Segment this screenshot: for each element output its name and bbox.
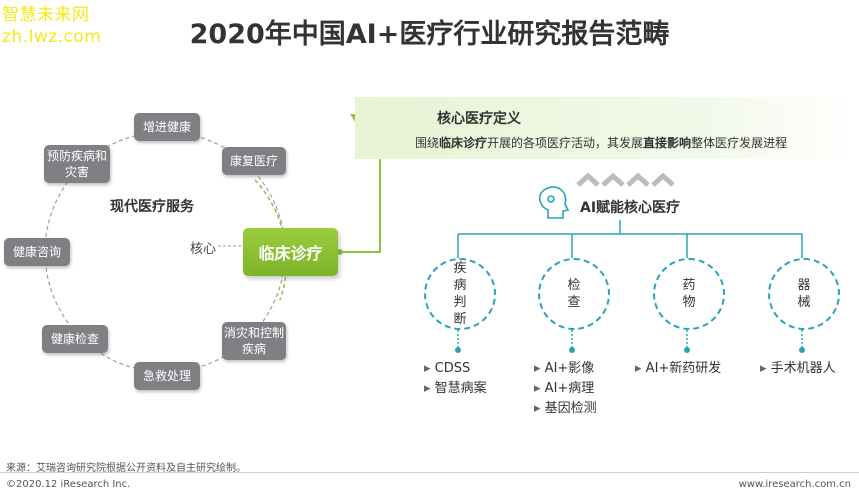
definition-suffix: 整体医疗发展进程 bbox=[691, 136, 788, 150]
footer-divider bbox=[0, 472, 859, 473]
list-device: 手术机器人 bbox=[760, 359, 836, 379]
list-item: AI+病理 bbox=[534, 379, 597, 399]
definition-banner bbox=[355, 97, 859, 159]
source-note: 来源：艾瑞咨询研究院根据公开资料及自主研究绘制。 bbox=[6, 463, 246, 474]
node-rehab-care: 康复医疗 bbox=[222, 147, 286, 175]
ai-head-icon bbox=[538, 186, 570, 219]
node-disease-control: 消灾和控制疾病 bbox=[222, 322, 286, 360]
definition-mid: 开展的各项医疗活动，其发展 bbox=[487, 136, 644, 150]
core-link bbox=[338, 150, 381, 253]
list-drug: AI+新药研发 bbox=[635, 359, 722, 379]
list-item: 手术机器人 bbox=[760, 359, 836, 379]
node-prevention: 预防疾病和灾害 bbox=[44, 145, 110, 183]
list-item: AI+新药研发 bbox=[635, 359, 722, 379]
category-drug-label: 药物 bbox=[682, 278, 696, 310]
site-url: www.iresearch.com.cn bbox=[738, 479, 851, 490]
watermark: 智慧未来网 zh.lwz.com bbox=[2, 4, 101, 48]
list-exam: AI+影像 AI+病理 基因检测 bbox=[534, 359, 597, 419]
core-link-dot bbox=[337, 249, 343, 255]
ai-label: AI赋能核心医疗 bbox=[580, 200, 681, 216]
node-promote-health: 增进健康 bbox=[134, 113, 200, 141]
definition-title: 核心医疗定义 bbox=[437, 111, 521, 127]
definition-bold1: 临床诊疗 bbox=[439, 136, 488, 150]
category-drug: 药物 bbox=[653, 258, 725, 330]
category-diagnosis-label: 疾病判断 bbox=[453, 261, 467, 327]
category-device-label: 器械 bbox=[797, 278, 811, 310]
list-item: CDSS bbox=[424, 359, 487, 379]
node-emergency: 急救处理 bbox=[134, 362, 200, 390]
definition-prefix: 围绕 bbox=[415, 136, 440, 150]
category-exam-label: 检查 bbox=[567, 278, 581, 310]
list-item: AI+影像 bbox=[534, 359, 597, 379]
list-item: 基因检测 bbox=[534, 399, 597, 419]
watermark-line1: 智慧未来网 bbox=[2, 5, 90, 25]
category-device: 器械 bbox=[768, 258, 840, 330]
watermark-line2: zh.lwz.com bbox=[2, 27, 102, 47]
category-diagnosis: 疾病判断 bbox=[424, 258, 496, 330]
definition-bold2: 直接影响 bbox=[643, 136, 692, 150]
core-hint-label: 核心 bbox=[190, 242, 217, 257]
list-item: 智慧病案 bbox=[424, 379, 487, 399]
service-center-label: 现代医疗服务 bbox=[110, 199, 194, 215]
chevron-up-icons bbox=[576, 172, 675, 187]
node-health-check: 健康检查 bbox=[42, 325, 108, 353]
core-box: 临床诊疗 bbox=[243, 228, 338, 276]
ai-tree-dots bbox=[454, 322, 806, 353]
ai-tree-lines bbox=[457, 220, 803, 350]
node-health-consult: 健康咨询 bbox=[4, 238, 70, 266]
category-exam: 检查 bbox=[538, 258, 610, 330]
list-diagnosis: CDSS 智慧病案 bbox=[424, 359, 487, 399]
definition-text: 围绕临床诊疗开展的各项医疗活动，其发展直接影响整体医疗发展进程 bbox=[415, 134, 787, 151]
copyright: ©2020.12 iResearch Inc. bbox=[6, 479, 131, 490]
page-title: 2020年中国AI+医疗行业研究报告范畴 bbox=[189, 19, 670, 50]
